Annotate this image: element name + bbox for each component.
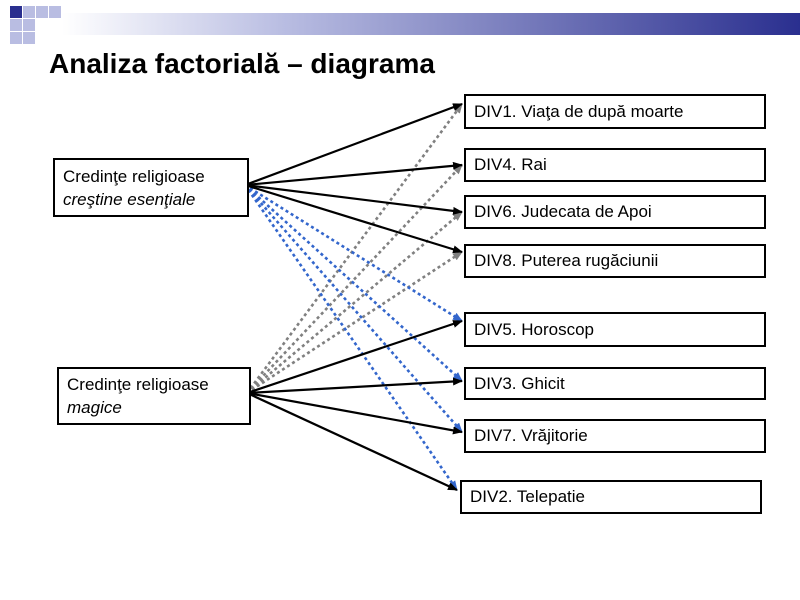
target-label: DIV7. Vrăjitorie	[474, 426, 588, 445]
arrow-crestine-DIV4	[244, 161, 463, 187]
target-box-div1: DIV1. Viaţa de după moarte	[464, 94, 766, 129]
source-line2: creştine esenţiale	[63, 189, 196, 209]
page-title: Analiza factorială – diagrama	[49, 48, 435, 79]
arrow-magice-DIV5	[246, 319, 463, 395]
source-line1: Credinţe religioase	[63, 166, 205, 186]
arrow-magice-DIV6	[246, 211, 463, 394]
target-label: DIV6. Judecata de Apoi	[474, 202, 652, 221]
target-label: DIV4. Rai	[474, 155, 547, 174]
arrow-crestine-DIV5	[244, 183, 463, 323]
target-label: DIV2. Telepatie	[470, 487, 585, 506]
decor-square	[10, 6, 22, 18]
arrow-crestine-DIV1	[244, 102, 463, 187]
decor-square	[49, 6, 61, 18]
arrow-magice-DIV4	[246, 164, 463, 394]
target-label: DIV8. Puterea rugăciunii	[474, 251, 659, 270]
arrow-crestine-DIV7	[244, 184, 463, 433]
source-box-magice: Credinţe religioase magice	[57, 367, 251, 425]
arrow-magice-DIV2	[246, 392, 458, 491]
arrow-crestine-DIV2	[243, 184, 459, 491]
target-label: DIV1. Viaţa de după moarte	[474, 101, 684, 121]
source-line2: magice	[67, 398, 122, 417]
arrow-crestine-DIV8	[244, 183, 463, 254]
decor-square	[23, 32, 35, 44]
arrow-magice-DIV3	[246, 377, 463, 395]
target-label: DIV3. Ghicit	[474, 373, 565, 393]
arrow-crestine-DIV6	[244, 183, 463, 215]
arrow-magice-DIV1	[245, 103, 464, 394]
target-box-div7: DIV7. Vrăjitorie	[464, 419, 766, 453]
target-box-div3: DIV3. Ghicit	[464, 367, 766, 400]
arrow-magice-DIV8	[246, 250, 463, 395]
target-box-div5: DIV5. Horoscop	[464, 312, 766, 347]
decor-square	[10, 19, 22, 31]
decor-square	[23, 6, 35, 18]
title-bar	[62, 13, 800, 35]
target-label: DIV5. Horoscop	[474, 319, 594, 339]
source-box-crestine: Credinţe religioase creştine esenţiale	[53, 158, 249, 217]
target-box-div2: DIV2. Telepatie	[460, 480, 762, 514]
arrow-magice-DIV7	[246, 391, 463, 435]
decor-square	[10, 32, 22, 44]
decor-square	[36, 6, 48, 18]
target-box-div8: DIV8. Puterea rugăciunii	[464, 244, 766, 278]
decor-square	[23, 19, 35, 31]
target-box-div4: DIV4. Rai	[464, 148, 766, 182]
arrow-crestine-DIV3	[244, 184, 463, 382]
target-box-div6: DIV6. Judecata de Apoi	[464, 195, 766, 229]
source-line1: Credinţe religioase	[67, 375, 209, 394]
